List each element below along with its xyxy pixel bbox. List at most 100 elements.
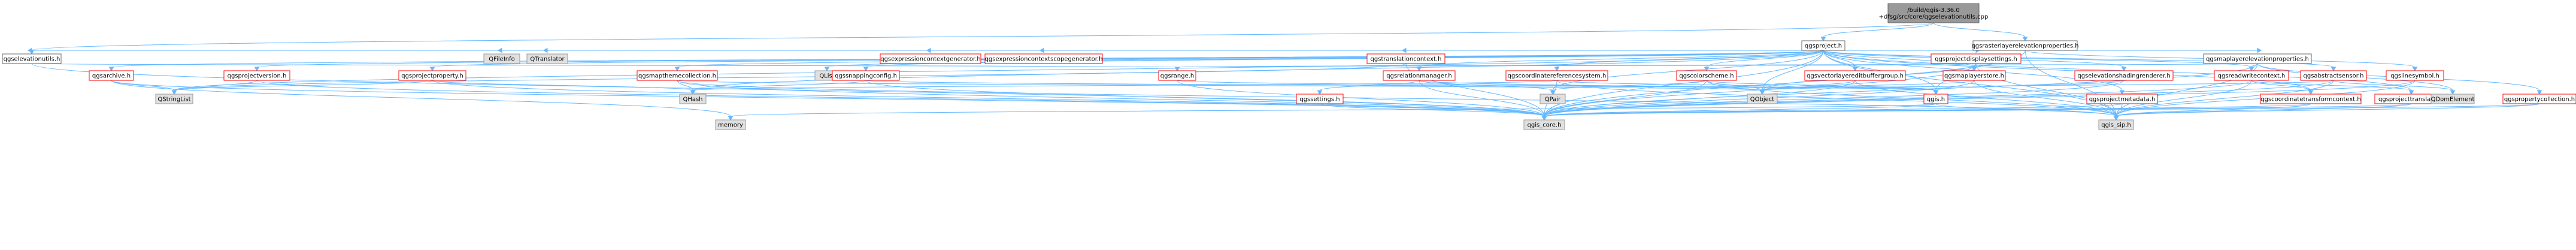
node-box xyxy=(155,94,193,104)
node-label: qgsreadwritecontext.h xyxy=(2218,73,2286,80)
node-qgselevationutils[interactable]: qgselevationutils.h xyxy=(2,53,62,64)
edge-qgscolorscheme-to-qpair xyxy=(1550,80,1707,95)
node-box xyxy=(2214,70,2289,81)
edge-arrowhead xyxy=(543,47,548,53)
node-qgssnappingconfig[interactable]: qgssnappingconfig.h xyxy=(832,70,900,81)
node-label: qgsprojecttranslator.h xyxy=(2378,97,2444,103)
node-box xyxy=(1539,94,1566,104)
edge-qgsreadwritecontext-to-qgscoordinatetransformcontext xyxy=(2251,80,2314,95)
node-qgsmaplayerelevationproperties[interactable]: qgsmaplayerelevationproperties.h xyxy=(2203,53,2312,64)
edge-qgspropertycollection-to-qgis_sip xyxy=(2113,103,2540,121)
node-qgsproject[interactable]: qgsproject.h xyxy=(1801,40,1845,51)
node-qgstranslationcontext[interactable]: qgstranslationcontext.h xyxy=(1366,53,1445,64)
edge-line xyxy=(865,50,1824,68)
node-box xyxy=(1523,119,1565,130)
node-box xyxy=(1972,40,2078,51)
node-qgis[interactable]: qgis.h xyxy=(1923,94,1948,104)
edge-line xyxy=(1419,80,1553,91)
edge-line xyxy=(1177,80,1545,117)
node-label: qgssettings.h xyxy=(1299,97,1339,103)
node-qgsrasterlayerelevationproperties[interactable]: qgsrasterlayerelevationproperties.h xyxy=(1971,40,2079,51)
edge-line xyxy=(692,80,1557,91)
node-root[interactable]: /build/qgis-3.36.0+dfsg/src/core/qgselev… xyxy=(1879,3,1989,23)
edge-arrowhead xyxy=(171,90,177,95)
edge-line xyxy=(1544,80,1856,117)
edge-arrowhead xyxy=(2412,67,2418,71)
node-box xyxy=(1158,70,1196,81)
edge-arrowhead xyxy=(429,67,435,71)
node-qgsarchive[interactable]: qgsarchive.h xyxy=(89,70,134,81)
edge-arrowhead xyxy=(1820,37,1826,41)
edge-line xyxy=(2116,103,2311,117)
node-qgis_core: qgis_core.h xyxy=(1523,119,1565,130)
edge-arrowhead xyxy=(926,47,931,53)
edge-arrowhead xyxy=(1933,90,1939,95)
node-box xyxy=(2300,70,2367,81)
node-qgsprojectdisplaysettings[interactable]: qgsprojectdisplaysettings.h xyxy=(1931,53,2022,64)
edge-qgsproject-to-qgscoordinatereferencesystem xyxy=(1554,50,1824,71)
edge-line xyxy=(432,50,1824,68)
node-qobject: QObject xyxy=(1747,94,1778,104)
edge-line xyxy=(677,80,1763,91)
node-qgsreadwritecontext[interactable]: qgsreadwritecontext.h xyxy=(2214,70,2289,81)
edge-line xyxy=(1319,103,1545,117)
node-qgsabstractsensor[interactable]: qgsabstractsensor.h xyxy=(2300,70,2367,81)
edge-line xyxy=(31,63,1178,68)
node-qgsrange[interactable]: qgsrange.h xyxy=(1158,70,1196,81)
edge-arrowhead xyxy=(254,67,260,71)
edge-line xyxy=(2251,80,2412,91)
node-qgspropertycollection[interactable]: qgspropertycollection.h xyxy=(2502,94,2576,104)
edge-line xyxy=(2116,80,2252,117)
node-qgsrelationmanager[interactable]: qgsrelationmanager.h xyxy=(1383,70,1456,81)
edge-line xyxy=(1419,80,1545,117)
node-qgscoordinatetransformcontext[interactable]: qgscoordinatetransformcontext.h xyxy=(2260,94,2362,104)
node-qgsexpressioncontextgenerator[interactable]: qgsexpressioncontextgenerator.h xyxy=(880,53,981,64)
node-qgsprojectmetadata[interactable]: qgsprojectmetadata.h xyxy=(2086,94,2158,104)
edge-arrowhead xyxy=(1317,90,1323,95)
edge-qgsproject-to-qgstranslationcontext xyxy=(1402,47,1823,53)
edge-arrowhead xyxy=(863,67,869,71)
node-qstringlist: QStringList xyxy=(155,94,193,104)
node-qgsmaplayerstore[interactable]: qgsmaplayerstore.h xyxy=(1942,70,2006,81)
edge-line xyxy=(865,80,1545,117)
edge-line xyxy=(174,80,433,91)
node-label: qgsmapthemecollection.h xyxy=(638,73,716,80)
edge-line xyxy=(174,50,1824,91)
edge-arrowhead xyxy=(2308,90,2314,95)
edge-arrowhead xyxy=(674,67,680,71)
node-label: QPair xyxy=(1545,97,1561,103)
node-qgslinesymbol[interactable]: qgslinesymbol.h xyxy=(2386,70,2444,81)
edge-line xyxy=(1823,50,2311,91)
node-label: qgsmaplayerstore.h xyxy=(1944,73,2004,80)
edge-line xyxy=(1762,80,2334,91)
node-qgsprojectversion[interactable]: qgsprojectversion.h xyxy=(223,70,290,81)
node-box xyxy=(880,53,981,64)
node-qgsmapthemecollection[interactable]: qgsmapthemecollection.h xyxy=(637,70,718,81)
node-box xyxy=(715,119,746,130)
edge-line xyxy=(1544,80,1707,117)
edge-arrowhead xyxy=(2536,90,2542,95)
edge-arrowhead xyxy=(728,116,734,121)
node-box xyxy=(1923,94,1948,104)
node-box xyxy=(984,53,1103,64)
node-qgsexpressioncontextscopegenerator[interactable]: qgsexpressioncontextscopegenerator.h xyxy=(984,53,1103,64)
node-label: qgsprojectdisplaysettings.h xyxy=(1935,56,2017,63)
edge-line xyxy=(1762,50,1824,91)
node-qgsprojectproperty[interactable]: qgsprojectproperty.h xyxy=(398,70,466,81)
edge-arrowhead xyxy=(2408,90,2414,95)
edge-arrowhead xyxy=(1174,67,1180,71)
node-label: qgis_sip.h xyxy=(2101,122,2131,129)
node-qgsvectorlayereditbuffergroup[interactable]: qgsvectorlayereditbuffergroup.h xyxy=(1804,70,1906,81)
edge-qgsreadwritecontext-to-qgsprojecttranslator xyxy=(2251,80,2414,95)
edge-line xyxy=(1933,22,2026,38)
node-box xyxy=(2203,53,2312,64)
node-qgscoordinatereferencesystem[interactable]: qgscoordinatereferencesystem.h xyxy=(1505,70,1608,81)
edge-line xyxy=(174,63,1407,91)
node-qgscolorscheme[interactable]: qgscolorscheme.h xyxy=(1676,70,1737,81)
node-box xyxy=(1747,94,1778,104)
node-box xyxy=(89,70,134,81)
node-qgssettings[interactable]: qgssettings.h xyxy=(1296,94,1344,104)
node-label: qgsvectorlayereditbuffergroup.h xyxy=(1807,73,1904,80)
node-qgselevationshadingrenderer[interactable]: qgselevationshadingrenderer.h xyxy=(2074,70,2174,81)
node-label: QList xyxy=(819,73,834,80)
